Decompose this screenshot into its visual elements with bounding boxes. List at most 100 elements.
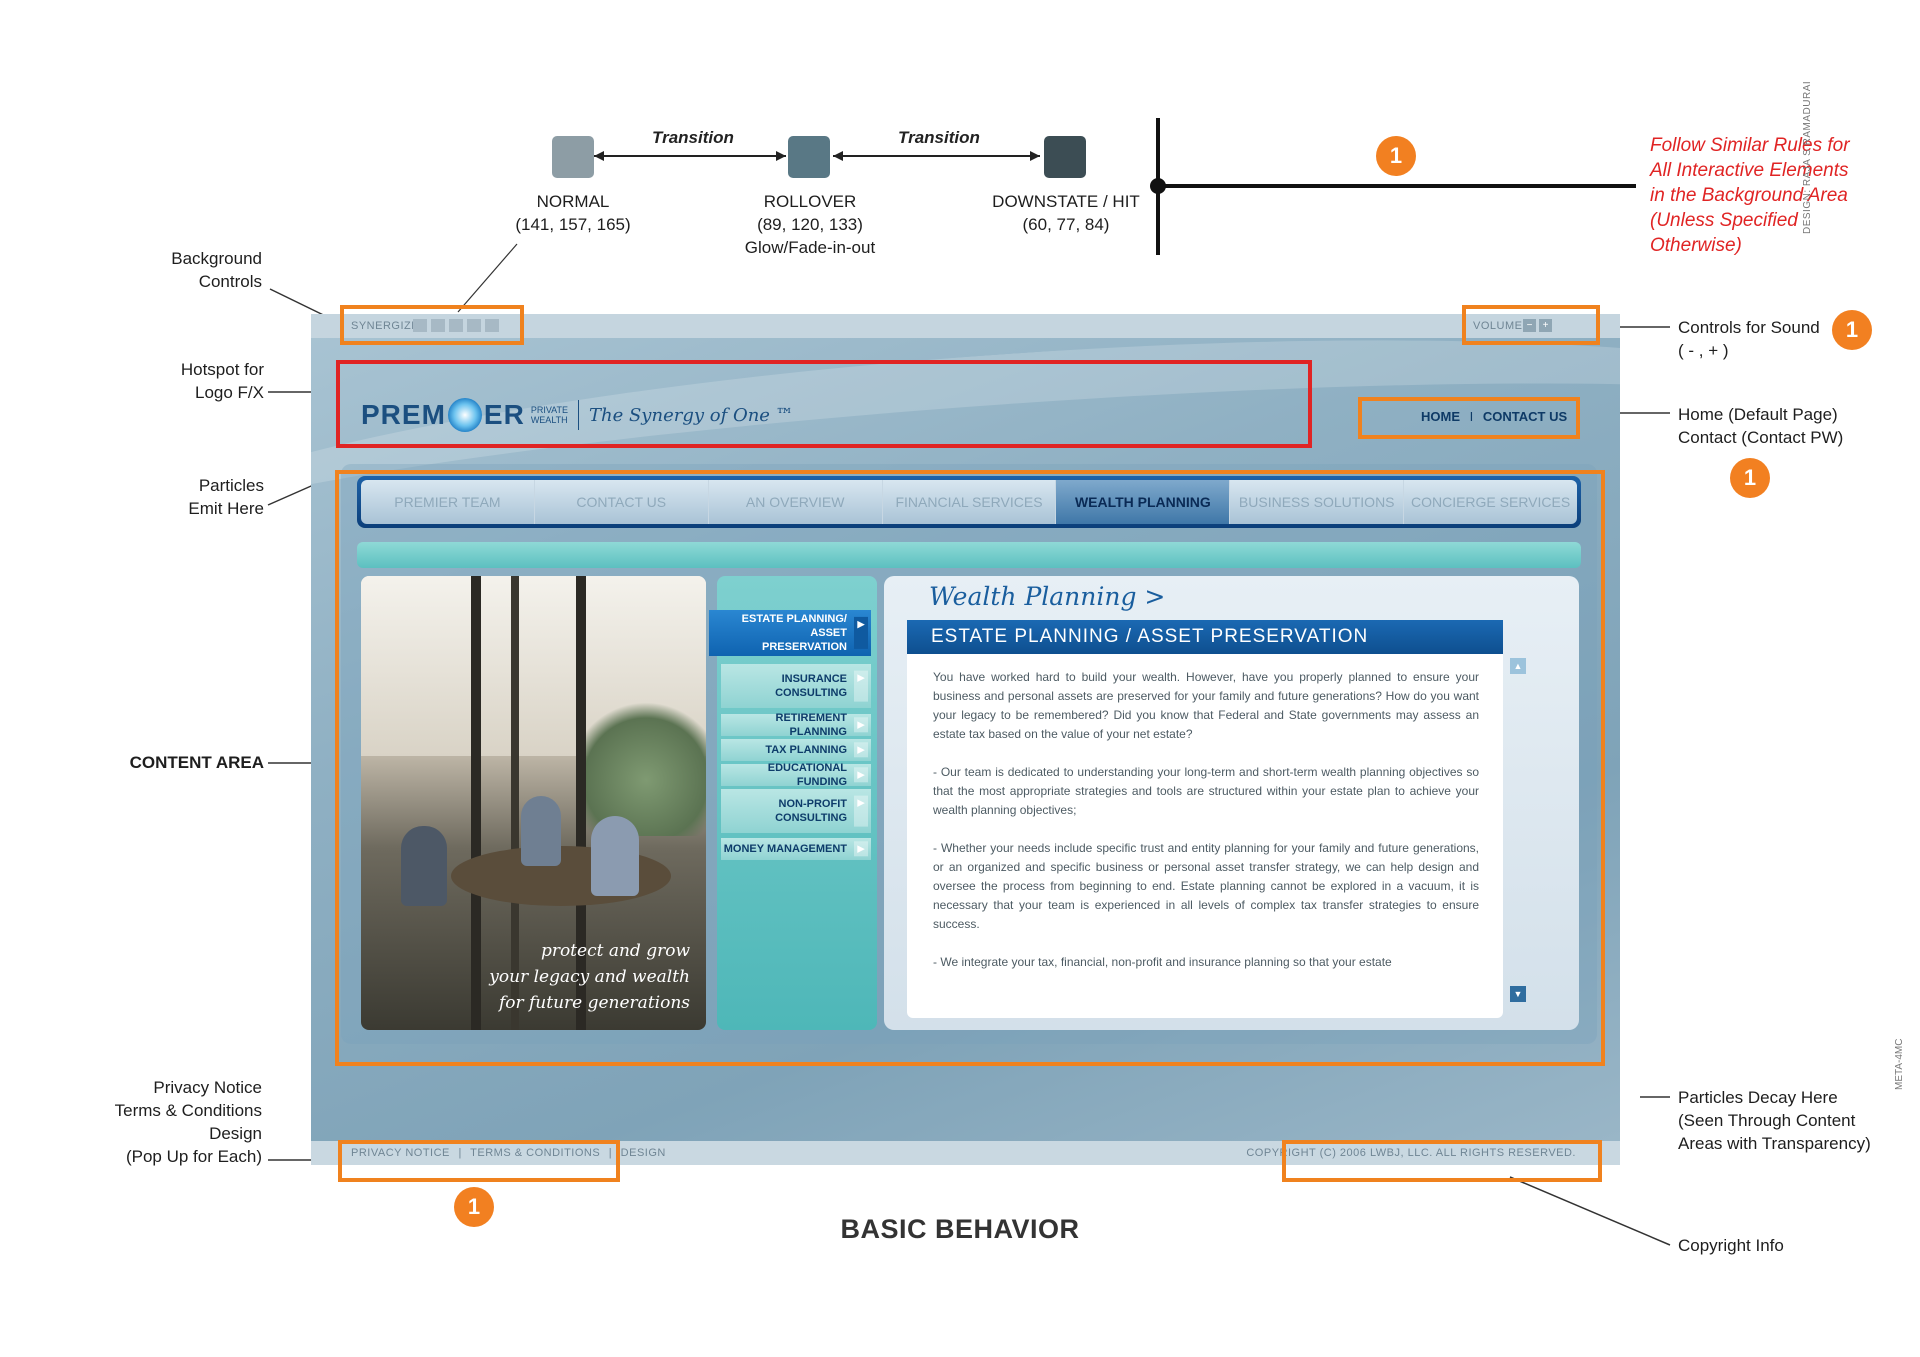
label-line: Particles Decay Here [1678,1088,1838,1107]
label-line: Design [209,1124,262,1143]
label-line: ( - , + ) [1678,341,1729,360]
logo-swoosh-icon [447,398,482,432]
nav-contact-us[interactable]: CONTACT US [535,480,709,524]
nav-an-overview[interactable]: AN OVERVIEW [709,480,883,524]
nav-premier-team[interactable]: PREMIER TEAM [361,480,535,524]
subnav-label: NON-PROFIT CONSULTING [775,798,847,824]
normal-state-label: NORMAL (141, 157, 165) [483,190,663,236]
rollover-rgb: (89, 120, 133) [757,215,863,234]
subnav-estate-planning[interactable]: ESTATE PLANNING/ ASSET PRESERVATION ▶ [709,610,871,656]
particles-emit-label: Particles Emit Here [120,474,264,520]
design-link[interactable]: DESIGN [620,1147,666,1159]
home-link[interactable]: HOME [1421,409,1460,424]
subnav-label: ESTATE PLANNING/ ASSET PRESERVATION [741,613,847,653]
synergize-buttons[interactable] [413,319,499,332]
content-area-box [335,470,1605,1066]
logo-text-b: ER [483,399,525,430]
top-control-bar [311,314,1620,338]
content-text-area [907,632,1503,1018]
label-line: Hotspot for [180,360,264,379]
logo-divider [578,400,579,430]
label-line: Controls [198,272,262,291]
top-links: HOME I CONTACT US [1421,409,1567,424]
nav-wealth-planning[interactable]: WEALTH PLANNING [1056,480,1231,524]
rollover-note: Glow/Fade-in-out [744,238,876,257]
sound-controls-label: Controls for Sound ( - , + ) [1678,316,1820,362]
caption-line: protect and grow [540,941,690,961]
rollover-state-swatch [788,136,830,178]
photo-glass-frame [511,576,519,1030]
subnav-arrow-icon: ▶ [854,841,868,857]
privacy-badge: 1 [454,1187,494,1227]
meta4mc-logo: META-4MC [1894,1038,1905,1090]
label-line: Areas with Transparency) [1678,1134,1871,1153]
subnav-arrow-icon: ▶ [854,795,868,827]
volume-label: VOLUME [1473,320,1523,332]
rollover-name: ROLLOVER [763,192,857,211]
synergize-button[interactable] [449,319,463,332]
link-separator: I [1469,409,1474,424]
subnav-retirement-planning[interactable]: RETIREMENT PLANNING ▶ [721,712,871,738]
volume-minus-button[interactable]: − [1523,319,1536,332]
subnav-label: MONEY MANAGEMENT [723,843,847,855]
subnav-insurance-consulting[interactable]: INSURANCE CONSULTING ▶ [721,664,871,708]
nav-business-solutions[interactable]: BUSINESS SOLUTIONS [1230,480,1405,524]
subnav-arrow-icon: ▶ [854,670,868,702]
privacy-notice-link[interactable]: PRIVACY NOTICE [351,1147,450,1159]
volume-plus-button[interactable]: + [1539,319,1552,332]
background-controls-label: Background Controls [120,247,262,293]
copyright-box [1282,1140,1602,1182]
note-badge: 1 [1376,136,1416,176]
contact-us-link[interactable]: CONTACT US [1482,409,1568,424]
synergize-button[interactable] [467,319,481,332]
subnav-arrow-icon: ▶ [854,717,868,733]
photo-glass-frame [471,576,481,1030]
logo-wealth: WEALTH [530,415,568,425]
logo-private-wealth: PRIVATE WEALTH [531,405,568,425]
subnav-arrow-icon: ▶ [854,742,868,758]
downstate-name: DOWNSTATE / HIT [992,192,1140,211]
subnav-label: RETIREMENT PLANNING [775,712,848,738]
terms-link[interactable]: TERMS & CONDITIONS [470,1147,601,1159]
synergize-button[interactable] [431,319,445,332]
subnav-educational-funding[interactable]: EDUCATIONAL FUNDING ▶ [721,762,871,788]
normal-state-swatch [552,136,594,178]
scroll-down-icon[interactable]: ▼ [1510,986,1526,1002]
premier-logo[interactable]: PREM ER PRIVATE WEALTH The Synergy of On… [361,398,794,432]
diagram-title: BASIC BEHAVIOR [840,1214,1080,1244]
copyright-text: COPYRIGHT (C) 2006 LWBJ, LLC. ALL RIGHTS… [1246,1147,1576,1159]
synergize-button[interactable] [485,319,499,332]
label-line: (Seen Through Content [1678,1111,1856,1130]
label-line: Emit Here [188,499,264,518]
photo-person [401,826,447,906]
caption-line: for future generations [498,993,690,1013]
subnav-non-profit-consulting[interactable]: NON-PROFIT CONSULTING ▶ [721,789,871,833]
website-mockup: SYNERGIZE VOLUME − + PREM ER PRIVATE WEA… [311,314,1620,1165]
subnav-arrow-icon: ▶ [854,767,868,783]
interactive-rules-note: Follow Similar Rules for All Interactive… [1650,133,1850,258]
note-line: in the Background Area [1650,185,1848,206]
note-line: Follow Similar Rules for [1650,135,1850,156]
home-contact-box [1358,397,1580,439]
subnav-label: TAX PLANNING [765,744,847,756]
label-line: Terms & Conditions [114,1101,262,1120]
logo-text-a: PREM [361,399,446,430]
nav-concierge-services[interactable]: CONCIERGE SERVICES [1410,494,1571,510]
section-title: Wealth Planning > [929,582,1166,611]
privacy-links-box [338,1140,620,1182]
note-line: All Interactive Elements [1650,160,1849,181]
particles-decay-label: Particles Decay Here (Seen Through Conte… [1678,1086,1871,1155]
link-separator: | [608,1147,613,1159]
subnav-money-management[interactable]: MONEY MANAGEMENT ▶ [721,838,871,860]
logo-private: PRIVATE [530,405,568,415]
subnav-tax-planning[interactable]: TAX PLANNING ▶ [721,739,871,761]
nav-financial-services[interactable]: FINANCIAL SERVICES [883,480,1057,524]
rollover-state-label: ROLLOVER (89, 120, 133) Glow/Fade-in-out [710,190,910,259]
downstate-swatch [1044,136,1086,178]
synergize-button[interactable] [413,319,427,332]
label-line: Logo F/X [195,383,264,402]
note-line: Otherwise) [1650,235,1742,256]
note-line: (Unless Specified [1650,210,1798,231]
scroll-up-icon[interactable]: ▲ [1510,658,1526,674]
label-line: Controls for Sound [1678,318,1820,337]
